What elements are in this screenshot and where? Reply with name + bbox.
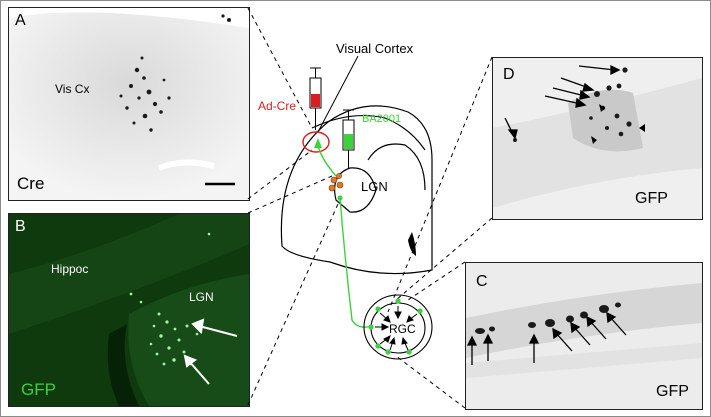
panel-c-letter: C (476, 273, 488, 290)
connector-b-top (247, 175, 333, 214)
vis-cx-label: Vis Cx (55, 82, 90, 96)
connector-d-bottom (395, 217, 493, 301)
panel-d: D GFP (492, 57, 703, 220)
adcre-syringe-icon (309, 67, 322, 130)
connector-c-bottom (395, 355, 466, 409)
gfp-label-c: GFP (656, 383, 689, 400)
projection-arrowhead (314, 138, 322, 148)
connector-b-bottom (247, 194, 343, 406)
cre-label: Cre (17, 174, 45, 193)
panel-d-micrograph (493, 58, 702, 219)
hippoc-label: Hippoc (51, 262, 89, 276)
brain-section-outline (280, 105, 433, 275)
retinal-projection-path (317, 145, 373, 328)
panel-b-letter: B (15, 218, 26, 235)
connector-a-bottom (247, 149, 313, 200)
rgc-inward-arrows (375, 306, 418, 351)
panel-a-micrograph (9, 8, 249, 200)
lgn-label: LGN (361, 179, 388, 194)
ba2001-syringe-icon (342, 109, 355, 168)
lgn-cell-cluster (328, 173, 344, 192)
panel-b: B Hippoc LGN GFP (8, 213, 250, 407)
visual-cortex-label: Visual Cortex (336, 41, 414, 56)
ventricle-shape (408, 232, 416, 256)
lgn-entry-point (337, 195, 343, 201)
gfp-label-d: GFP (635, 190, 668, 207)
ba2001-label: BA2001 (362, 113, 402, 125)
adcre-injection-site (302, 131, 330, 153)
connector-d-top (387, 56, 493, 313)
gfp-label-b: GFP (21, 380, 56, 399)
adcre-label: Ad-Cre (258, 99, 297, 113)
visual-cortex-pointer (317, 55, 359, 133)
panel-d-letter: D (503, 66, 515, 83)
panel-c-micrograph (466, 263, 702, 409)
connector-c-top (407, 261, 466, 301)
panel-b-micrograph (9, 214, 249, 406)
panel-c: C GFP (465, 262, 703, 410)
rgc-cell-markers (368, 298, 423, 355)
panel-a: A Vis Cx Cre (8, 7, 250, 201)
lgn-label-b: LGN (189, 290, 214, 304)
panel-a-letter: A (15, 12, 26, 29)
connector-a-top (247, 7, 313, 129)
rgc-label: RGC (389, 322, 416, 336)
